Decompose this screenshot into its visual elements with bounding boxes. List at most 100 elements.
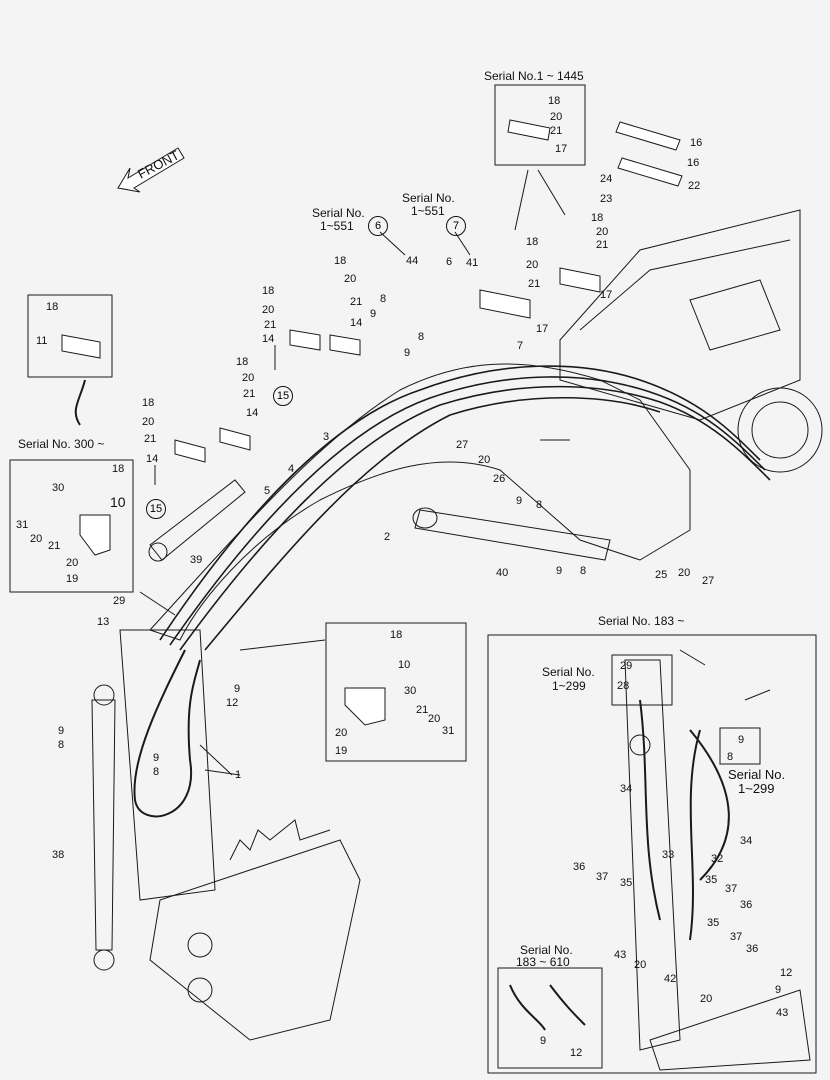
part-label: 20: [678, 567, 691, 579]
front-arrow: [117, 147, 185, 193]
bucket-cylinder: [91, 699, 116, 951]
inset-serial-183: [487, 634, 817, 1074]
part-label: 40: [496, 567, 509, 579]
part-label: 20: [526, 259, 539, 271]
part-label: 4: [288, 463, 295, 475]
part-label: 9: [153, 752, 160, 764]
part-label: 16: [687, 157, 700, 169]
part-label: 7: [517, 340, 524, 352]
part-label: 30: [404, 685, 417, 697]
part-label: 34: [620, 783, 633, 795]
part-label: 18: [262, 285, 275, 297]
part-label: 18: [142, 397, 155, 409]
part-label: 22: [688, 180, 701, 192]
part-label: 18: [334, 255, 347, 267]
part-label: 21: [48, 540, 61, 552]
part-label: 21: [596, 239, 609, 251]
part-label: 9: [516, 495, 523, 507]
part-label: 20: [428, 713, 441, 725]
part-label: 37: [725, 883, 738, 895]
part-label: 41: [466, 257, 479, 269]
serial-1-551-a-range: 1~551: [320, 219, 354, 233]
part-label: 20: [700, 993, 713, 1005]
part-label: 27: [456, 439, 469, 451]
part-label: 14: [262, 333, 275, 345]
part-label: 21: [264, 319, 277, 331]
bucket: [149, 839, 361, 1041]
part-label: 8: [380, 293, 387, 305]
serial-1-551-b: Serial No.: [402, 191, 455, 205]
part-label: 12: [570, 1047, 583, 1059]
serial-1-551-a: Serial No.: [312, 206, 365, 220]
part-label: 18: [591, 212, 604, 224]
part-label: 14: [146, 453, 159, 465]
part-label: 20: [66, 557, 79, 569]
part-label: 21: [550, 125, 563, 137]
part-label: 8: [153, 766, 160, 778]
part-label: 9: [404, 347, 411, 359]
inset-serial-1-1445: [494, 84, 586, 166]
part-label: 13: [97, 616, 110, 628]
part-label: 21: [350, 296, 363, 308]
part-label: 11: [36, 335, 48, 347]
inset-bracket-10: [325, 622, 467, 762]
part-label: 27: [702, 575, 715, 587]
part-label: 9: [370, 308, 377, 320]
part-label: 20: [596, 226, 609, 238]
serial-183-610: Serial No.: [520, 943, 573, 957]
part-label: 19: [66, 573, 79, 585]
serial-1-299-a: Serial No.: [542, 665, 595, 679]
boom-cylinder: [414, 509, 611, 561]
part-label: 20: [242, 372, 255, 384]
serial-300: Serial No. 300 ~: [18, 437, 105, 451]
part-label: 9: [556, 565, 563, 577]
part-label: 28: [617, 680, 630, 692]
part-label: 31: [16, 519, 29, 531]
part-label: 9: [540, 1035, 547, 1047]
part-label: 21: [528, 278, 541, 290]
part-label: 42: [664, 973, 677, 985]
circled-15-lower: 15: [146, 499, 166, 519]
part-label: 14: [350, 317, 363, 329]
part-label: 18: [526, 236, 539, 248]
inset-serial-300: [9, 459, 134, 593]
part-label: 20: [634, 959, 647, 971]
part-label: 18: [548, 95, 561, 107]
part-label: 25: [655, 569, 668, 581]
part-label: 10: [110, 494, 126, 510]
part-label: 29: [113, 595, 126, 607]
part-label: 17: [555, 143, 568, 155]
part-label: 36: [740, 899, 753, 911]
part-label: 17: [536, 323, 549, 335]
inset-serial-183-610: [497, 967, 603, 1069]
serial-183-610-range: 183 ~ 610: [516, 955, 570, 969]
part-label: 20: [344, 273, 357, 285]
part-label: 34: [740, 835, 753, 847]
part-label: 8: [580, 565, 587, 577]
part-label: 14: [246, 407, 259, 419]
part-label: 20: [335, 727, 348, 739]
part-label: 18: [112, 463, 125, 475]
part-label: 16: [690, 137, 703, 149]
part-label: 43: [614, 949, 627, 961]
part-label: 9: [234, 683, 241, 695]
part-label: 21: [243, 388, 256, 400]
part-label: 37: [596, 871, 609, 883]
circled-6: 6: [368, 216, 388, 236]
part-label: 21: [144, 433, 157, 445]
inset-bracket-11: [27, 294, 113, 378]
part-label: 35: [705, 874, 718, 886]
part-label: 33: [662, 849, 675, 861]
part-label: 9: [738, 734, 745, 746]
part-label: 8: [536, 499, 543, 511]
part-label: 20: [478, 454, 491, 466]
part-label: 3: [323, 431, 330, 443]
part-label: 1: [235, 769, 242, 781]
part-label: 29: [620, 660, 633, 672]
part-label: 20: [262, 304, 275, 316]
part-label: 32: [711, 853, 724, 865]
part-label: 44: [406, 255, 419, 267]
part-label: 24: [600, 173, 613, 185]
circled-7: 7: [446, 216, 466, 236]
